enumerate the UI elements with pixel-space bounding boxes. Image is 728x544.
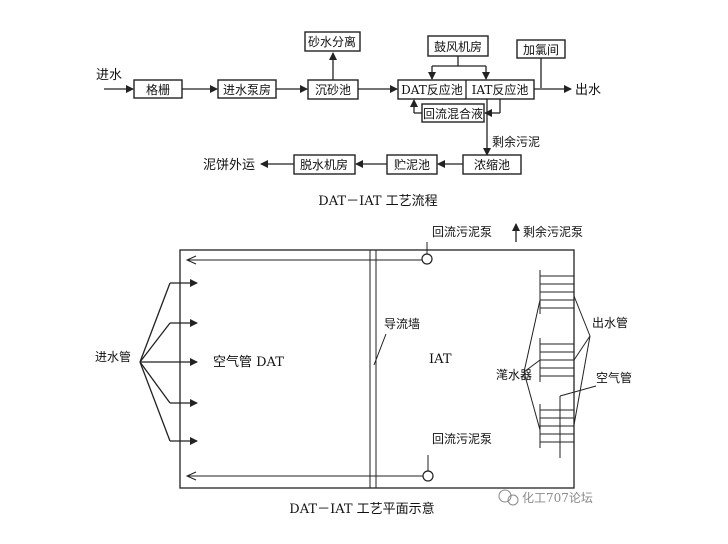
thickener-box: 浓缩池 [474, 157, 510, 172]
dewatering-room-box: 脱水机房 [300, 157, 348, 172]
plan-diagram: 回流污泥泵 回流污泥泵 剩余污泥泵 进水管 空气管 DAT IAT 导流墙 [95, 223, 632, 517]
return-liquor-box: 回流混合液 [423, 106, 483, 121]
outlet-pipe-label: 出水管 [592, 315, 628, 330]
decanter-label: 滗水器 [496, 368, 532, 382]
cake-disposal-label: 泥饼外运 [203, 158, 255, 173]
wechat-icon [498, 489, 512, 503]
outlet-label: 出水 [575, 83, 601, 98]
air-pipe-dat-label: 空气管 DAT [213, 354, 284, 370]
excess-sludge-label: 剩余污泥 [492, 134, 540, 149]
sludge-storage-box: 贮泥池 [394, 157, 430, 172]
return-pump-bottom [422, 470, 434, 482]
watermark-text: 化工707论坛 [522, 491, 593, 505]
pump-room-box: 进水泵房 [223, 82, 271, 97]
grit-chamber-box: 沉砂池 [315, 83, 351, 97]
excess-pump-label: 剩余污泥泵 [523, 224, 583, 239]
guide-wall-label: 导流墙 [384, 317, 420, 331]
plan-caption: DAT－IAT 工艺平面示意 [289, 501, 434, 517]
grit-separation-box: 砂水分离 [308, 34, 356, 49]
chlorination-box: 加氯间 [523, 43, 559, 57]
inlet-pipe-label: 进水管 [95, 349, 131, 364]
decanter-middle [539, 338, 574, 382]
return-pump-top-label: 回流污泥泵 [432, 225, 492, 239]
decanter-bottom [539, 404, 574, 448]
return-pump-top [421, 253, 433, 265]
blower-room-box: 鼓风机房 [434, 39, 482, 54]
return-pump-bottom-label: 回流污泥泵 [432, 432, 492, 446]
dat-tank-box: DAT反应池 [401, 82, 463, 97]
basin-outline [179, 249, 575, 489]
flow-diagram: 进水 格栅 进水泵房 沉砂池 砂水分离 鼓风机房 DAT反应池 IAT反应池 加 [96, 31, 601, 209]
watermark: 化工707论坛 [498, 489, 593, 506]
flow-caption: DAT－IAT 工艺流程 [318, 194, 437, 209]
iat-label: IAT [429, 352, 452, 367]
screen-box: 格栅 [146, 82, 170, 97]
decanter-top [539, 270, 574, 314]
iat-tank-box: IAT反应池 [472, 82, 529, 97]
air-pipe-label: 空气管 [596, 370, 632, 385]
inlet-label: 进水 [96, 68, 122, 83]
